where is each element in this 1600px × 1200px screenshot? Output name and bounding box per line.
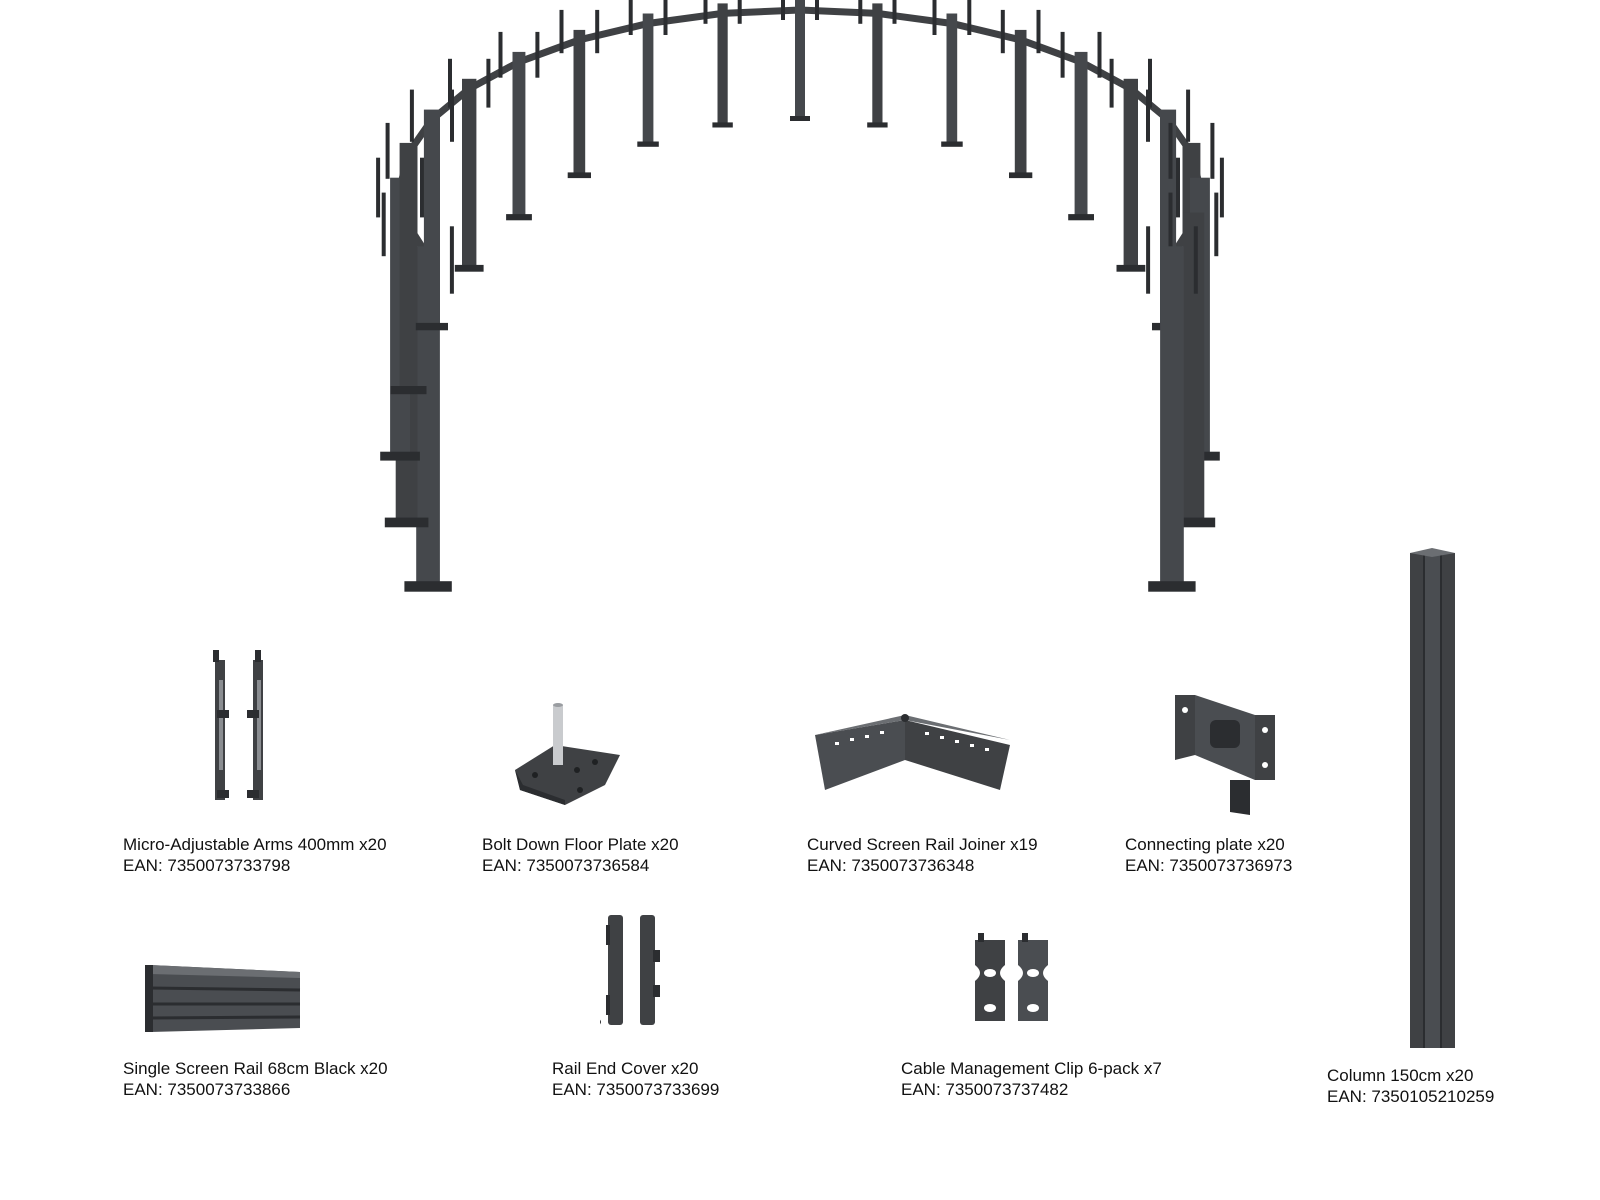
part-name: Bolt Down Floor Plate x20 <box>482 835 679 854</box>
part-ean: EAN: 7350073736584 <box>482 856 650 875</box>
assembly-column <box>1000 9 1041 179</box>
rail-end-cover-illustration <box>600 915 660 1025</box>
part-ean: EAN: 7350073733798 <box>123 856 291 875</box>
part-name: Rail End Cover x20 <box>552 1059 699 1078</box>
assembly-column <box>1146 226 1198 592</box>
part-caption-bolt-down-floor-plate: Bolt Down Floor Plate x20 EAN: 735007373… <box>482 834 679 876</box>
assembly-column <box>498 31 540 221</box>
part-name: Cable Management Clip 6-pack x7 <box>901 1059 1162 1078</box>
part-ean: EAN: 7350105210259 <box>1327 1087 1495 1106</box>
part-caption-rail-end-cover: Rail End Cover x20 EAN: 7350073733699 <box>552 1058 719 1100</box>
assembly-column <box>781 0 819 121</box>
assembly-column <box>703 0 742 128</box>
part-caption-connecting-plate: Connecting plate x20 EAN: 7350073736973 <box>1125 834 1292 876</box>
part-name: Connecting plate x20 <box>1125 835 1285 854</box>
part-ean: EAN: 7350073736348 <box>807 856 975 875</box>
part-ean: EAN: 7350073733866 <box>123 1080 291 1099</box>
assembly-column <box>1109 58 1152 272</box>
part-name: Single Screen Rail 68cm Black x20 <box>123 1059 388 1078</box>
column-150cm-illustration <box>1410 548 1455 1048</box>
part-ean: EAN: 7350073737482 <box>901 1080 1069 1099</box>
curved-video-wall-assembly-illustration <box>376 0 1224 592</box>
cable-management-clip-illustration <box>975 933 1048 1021</box>
connecting-plate-illustration <box>1175 695 1275 815</box>
assembly-column <box>1060 31 1102 221</box>
part-caption-column-150cm: Column 150cm x20 EAN: 7350105210259 <box>1327 1065 1494 1107</box>
part-caption-curved-screen-rail-joiner: Curved Screen Rail Joiner x19 EAN: 73500… <box>807 834 1038 876</box>
single-screen-rail-illustration <box>145 965 301 1032</box>
assembly-column <box>559 9 600 179</box>
part-caption-cable-management-clip: Cable Management Clip 6-pack x7 EAN: 735… <box>901 1058 1162 1100</box>
part-name: Curved Screen Rail Joiner x19 <box>807 835 1038 854</box>
part-caption-micro-adjustable-arms: Micro-Adjustable Arms 400mm x20 EAN: 735… <box>123 834 387 876</box>
bolt-down-floor-plate-illustration <box>515 703 620 805</box>
part-name: Column 150cm x20 <box>1327 1066 1474 1085</box>
part-ean: EAN: 7350073736973 <box>1125 856 1293 875</box>
assembly-column <box>448 58 491 272</box>
assembly-column <box>1168 192 1219 528</box>
assembly-column <box>858 0 897 128</box>
part-caption-single-screen-rail: Single Screen Rail 68cm Black x20 EAN: 7… <box>123 1058 388 1100</box>
assembly-column <box>932 0 972 147</box>
part-name: Micro-Adjustable Arms 400mm x20 <box>123 835 387 854</box>
assembly-column <box>409 89 454 331</box>
micro-adjustable-arms-illustration <box>213 650 263 800</box>
part-ean: EAN: 7350073733699 <box>552 1080 720 1099</box>
curved-screen-rail-joiner-illustration <box>815 714 1010 790</box>
assembly-column <box>628 0 668 147</box>
